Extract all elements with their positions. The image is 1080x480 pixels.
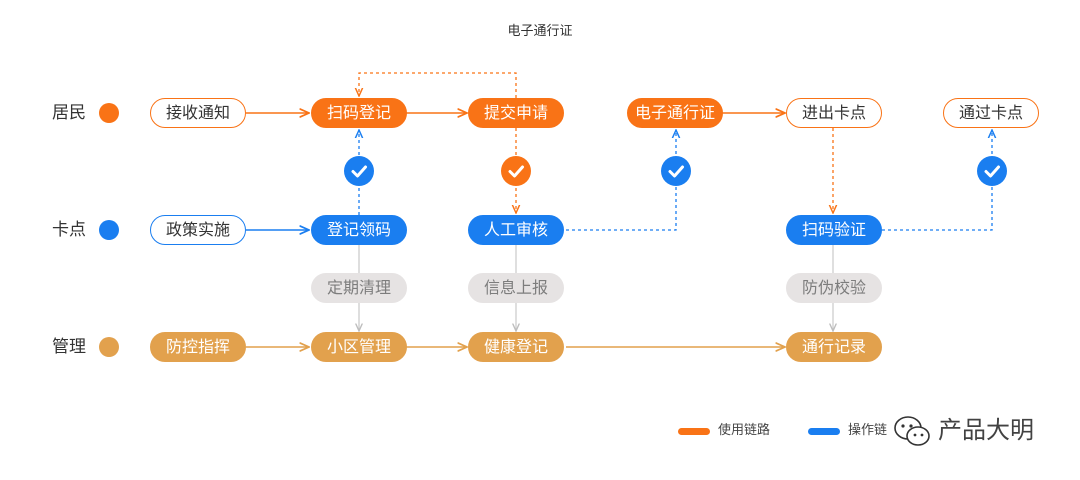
node-info-report: 信息上报 [468, 273, 564, 303]
lane-label-checkpoint: 卡点 [52, 220, 86, 240]
node-manual-review: 人工审核 [468, 215, 564, 245]
legend-swatch-usage [678, 428, 710, 435]
check-icon [661, 156, 691, 186]
lane-label-resident: 居民 [52, 103, 86, 123]
watermark-text: 产品大明 [938, 416, 1034, 444]
connector-verify-to-pass [882, 130, 992, 231]
node-receive-notice: 接收通知 [150, 98, 246, 128]
connector-submit-loop-scan [359, 72, 517, 98]
node-periodic-cleanup: 定期清理 [311, 273, 407, 303]
lane-label-management: 管理 [52, 337, 86, 357]
node-e-pass: 电子通行证 [627, 98, 723, 128]
check-icon [344, 156, 374, 186]
lane-dot-management [99, 337, 119, 357]
node-pass-checkpoint: 通过卡点 [943, 98, 1039, 128]
diagram-title: 电子通行证 [507, 24, 573, 39]
node-pass-record: 通行记录 [786, 332, 882, 362]
legend-label-operation: 操作链 [848, 423, 888, 438]
check-icon [501, 156, 531, 186]
node-policy-implementation: 政策实施 [150, 215, 246, 245]
node-health-registration: 健康登记 [468, 332, 564, 362]
node-submit-application: 提交申请 [468, 98, 564, 128]
node-register-get-code: 登记领码 [311, 215, 407, 245]
lane-dot-resident [99, 103, 119, 123]
node-prevention-command: 防控指挥 [150, 332, 246, 362]
wechat-icon [894, 416, 930, 446]
connector-review-to-epass [566, 130, 676, 231]
node-community-management: 小区管理 [311, 332, 407, 362]
legend-label-usage: 使用链路 [718, 423, 771, 438]
check-icon [977, 156, 1007, 186]
legend-swatch-operation [808, 428, 840, 435]
node-scan-verify: 扫码验证 [786, 215, 882, 245]
lane-dot-checkpoint [99, 220, 119, 240]
node-enter-exit-checkpoint: 进出卡点 [786, 98, 882, 128]
node-scan-register: 扫码登记 [311, 98, 407, 128]
node-anti-counterfeit: 防伪校验 [786, 273, 882, 303]
